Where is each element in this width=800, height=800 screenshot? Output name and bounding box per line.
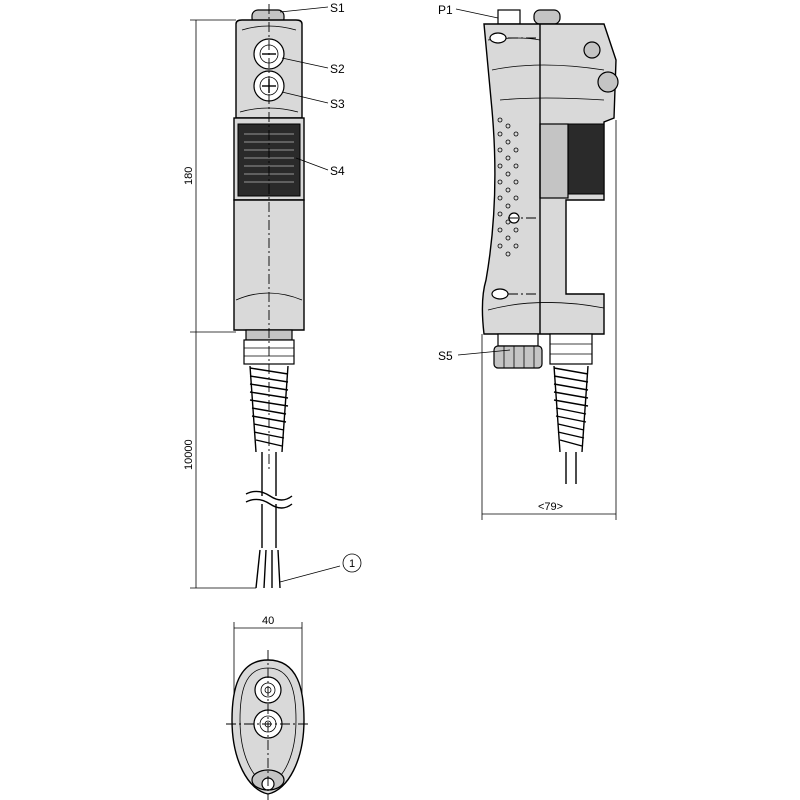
side-spring-relief xyxy=(553,365,589,453)
side-grip-panel xyxy=(539,123,569,199)
side-leaders: P1 S5 xyxy=(438,3,511,363)
side-led-p1 xyxy=(489,32,507,44)
label-s2: S2 xyxy=(330,62,345,76)
front-leaders: S1 S2 S3 S4 1 xyxy=(279,1,362,583)
dim-label-10000: 10000 xyxy=(183,439,195,470)
label-callout-1: 1 xyxy=(349,558,355,570)
dim-label-40: 40 xyxy=(262,615,274,627)
bottom-view: 40 xyxy=(226,615,310,800)
side-cable-gland xyxy=(549,333,593,365)
side-top-button xyxy=(533,9,561,25)
dim-180: 180 xyxy=(183,19,236,333)
side-view xyxy=(481,9,619,484)
label-s3: S3 xyxy=(330,97,345,111)
callout-circle xyxy=(342,553,362,573)
side-p1-element xyxy=(497,9,521,25)
label-s1: S1 xyxy=(330,1,345,15)
side-connector-base xyxy=(497,333,539,347)
dim-10000: 10000 xyxy=(183,332,256,589)
front-view xyxy=(233,4,305,589)
side-button-upper xyxy=(583,41,601,59)
dim-label-180: 180 xyxy=(183,167,195,185)
s5-connector-icon xyxy=(493,345,543,369)
dim-79: <79> xyxy=(481,120,617,520)
label-s4: S4 xyxy=(330,164,345,178)
side-grip-texture xyxy=(497,117,519,257)
side-button-lower xyxy=(597,71,619,93)
side-enabling-switch xyxy=(567,123,605,195)
side-lower-mark xyxy=(491,288,509,300)
label-p1: P1 xyxy=(438,3,453,17)
label-s5: S5 xyxy=(438,349,453,363)
dim-label-79: <79> xyxy=(538,501,563,513)
